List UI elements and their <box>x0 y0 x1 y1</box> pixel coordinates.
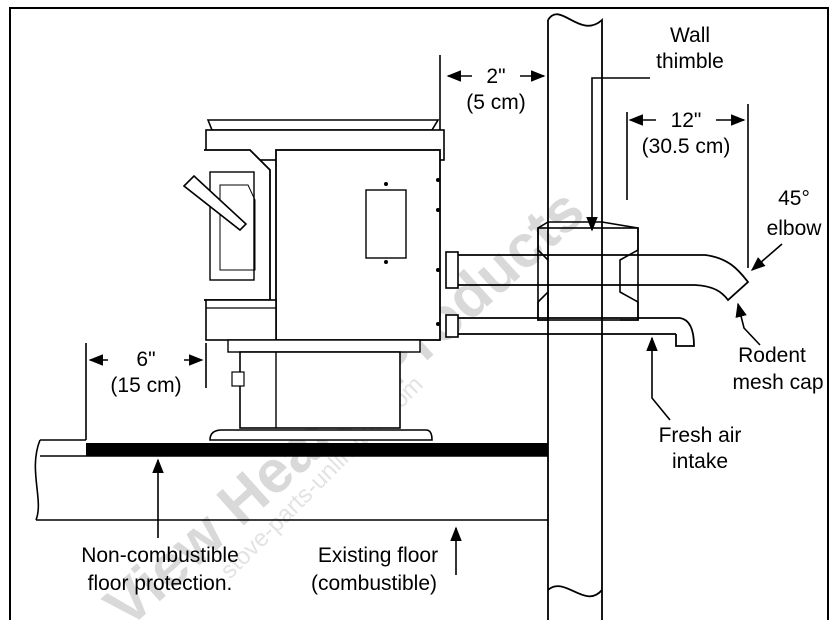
wall-thimble-label: Wall <box>670 24 710 47</box>
floor-protection-label-2: floor protection. <box>88 572 233 595</box>
clearance-2in-label: 2" <box>486 65 505 88</box>
rodent-cap-label: Rodent <box>738 344 806 367</box>
pellet-stove <box>182 119 445 441</box>
fresh-air-arrow <box>646 336 671 421</box>
existing-floor-label: Existing floor <box>318 544 438 567</box>
fresh-air-intake-pipe <box>445 314 695 347</box>
clearance-2in-metric: (5 cm) <box>466 91 526 114</box>
floor-protection-slab <box>86 443 548 456</box>
clearance-12in-label: 12" <box>671 109 702 132</box>
rodent-cap-arrow <box>735 302 761 346</box>
clearance-6in-metric: (15 cm) <box>110 374 181 397</box>
elbow-arrow <box>750 243 783 271</box>
clearance-6in-dimension <box>85 343 207 440</box>
wall-thimble-arrow <box>586 77 650 232</box>
existing-floor-label-2: (combustible) <box>311 572 437 595</box>
wall-thimble-label-2: thimble <box>656 50 724 73</box>
fresh-air-label-2: intake <box>672 450 728 473</box>
diagram-frame <box>9 7 829 620</box>
existing-floor <box>34 439 548 521</box>
45-degree-elbow <box>694 254 750 302</box>
exhaust-vent-pipe <box>445 251 750 302</box>
clearance-2in-dimension <box>439 55 546 130</box>
clearance-6in-label: 6" <box>136 348 155 371</box>
floor-protection-label: Non-combustible <box>81 544 239 567</box>
clearance-12in-dimension <box>626 104 749 268</box>
elbow-label-2: elbow <box>767 217 823 240</box>
fresh-air-label: Fresh air <box>659 424 742 447</box>
clearance-12in-metric: (30.5 cm) <box>642 135 731 158</box>
elbow-label: 45° <box>778 187 810 210</box>
rodent-cap-label-2: mesh cap <box>732 371 823 394</box>
